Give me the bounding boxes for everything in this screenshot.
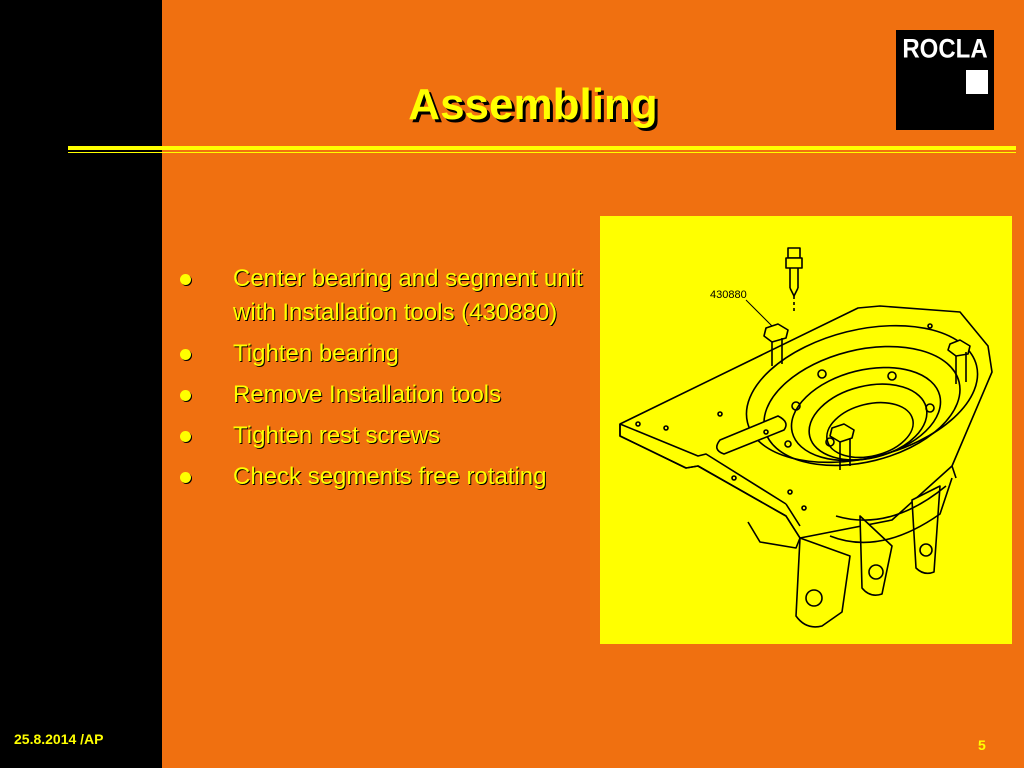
logo-text: ROCLA (902, 34, 988, 65)
bullet-dot-icon (180, 274, 191, 285)
bullet-item: Center bearing and segment unit with Ins… (180, 262, 590, 330)
assembly-drawing-svg: 430880 (619, 247, 993, 628)
title-underline-thin (68, 152, 1016, 153)
bullet-list: Center bearing and segment unit with Ins… (180, 262, 590, 501)
bullet-text: Tighten rest screws (233, 422, 441, 449)
bullet-item: Tighten bearing (180, 337, 590, 371)
title-underline-thick (68, 146, 1016, 150)
footer-date: 25.8.2014 /AP (14, 731, 104, 747)
bullet-text: Remove Installation tools (233, 381, 502, 408)
bullet-item: Tighten rest screws (180, 419, 590, 453)
bullet-item: Check segments free rotating (180, 460, 590, 494)
slide-title: Assembling (408, 80, 658, 129)
page-number: 5 (978, 737, 986, 753)
bullet-text: Check segments free rotating (233, 463, 547, 490)
logo-square-mark (966, 70, 988, 94)
left-sidebar-band (0, 0, 162, 768)
bullet-dot-icon (180, 349, 191, 360)
assembly-diagram: 430880 (600, 216, 1012, 644)
bullet-dot-icon (180, 472, 191, 483)
bullet-text: Center bearing and segment unit with Ins… (233, 265, 583, 326)
diagram-part-label: 430880 (710, 289, 747, 301)
bullet-text: Tighten bearing (233, 340, 399, 367)
rocla-logo: ROCLA (896, 30, 994, 130)
bullet-dot-icon (180, 390, 191, 401)
bullet-dot-icon (180, 431, 191, 442)
bullet-item: Remove Installation tools (180, 378, 590, 412)
